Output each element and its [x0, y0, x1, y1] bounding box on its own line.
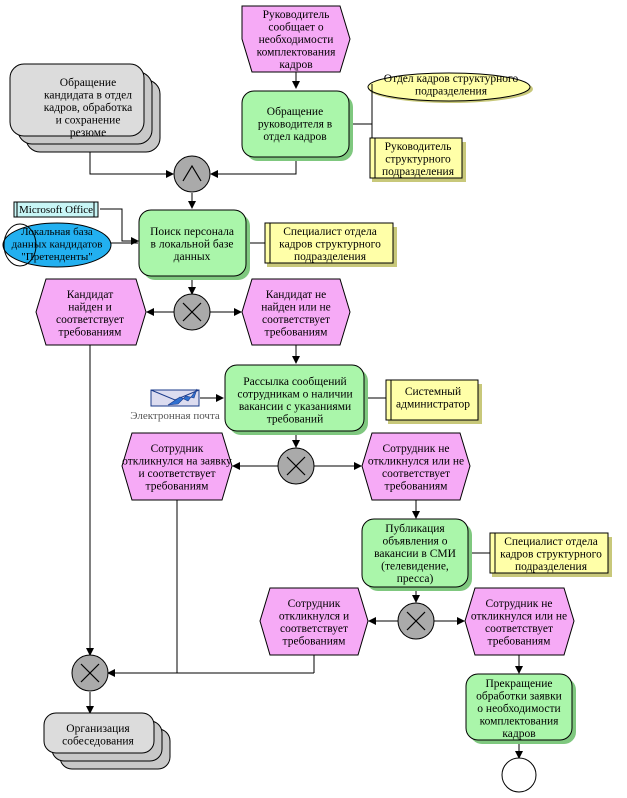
connector-xor-c2[interactable] [173, 293, 211, 331]
connector-xor-c5[interactable] [71, 654, 109, 692]
connection-lines [86, 72, 523, 759]
email-label: Электронная почта [130, 410, 220, 422]
connector-xor-c4[interactable] [397, 602, 435, 640]
software-ms-office[interactable]: Microsoft Office [13, 201, 99, 218]
software-label: Microsoft Office [19, 204, 93, 216]
email-icon[interactable]: Электронная почта [130, 388, 220, 422]
connector-and-c1[interactable] [173, 155, 211, 193]
connector-xor-c3[interactable] [277, 447, 315, 485]
end-node [501, 757, 537, 793]
